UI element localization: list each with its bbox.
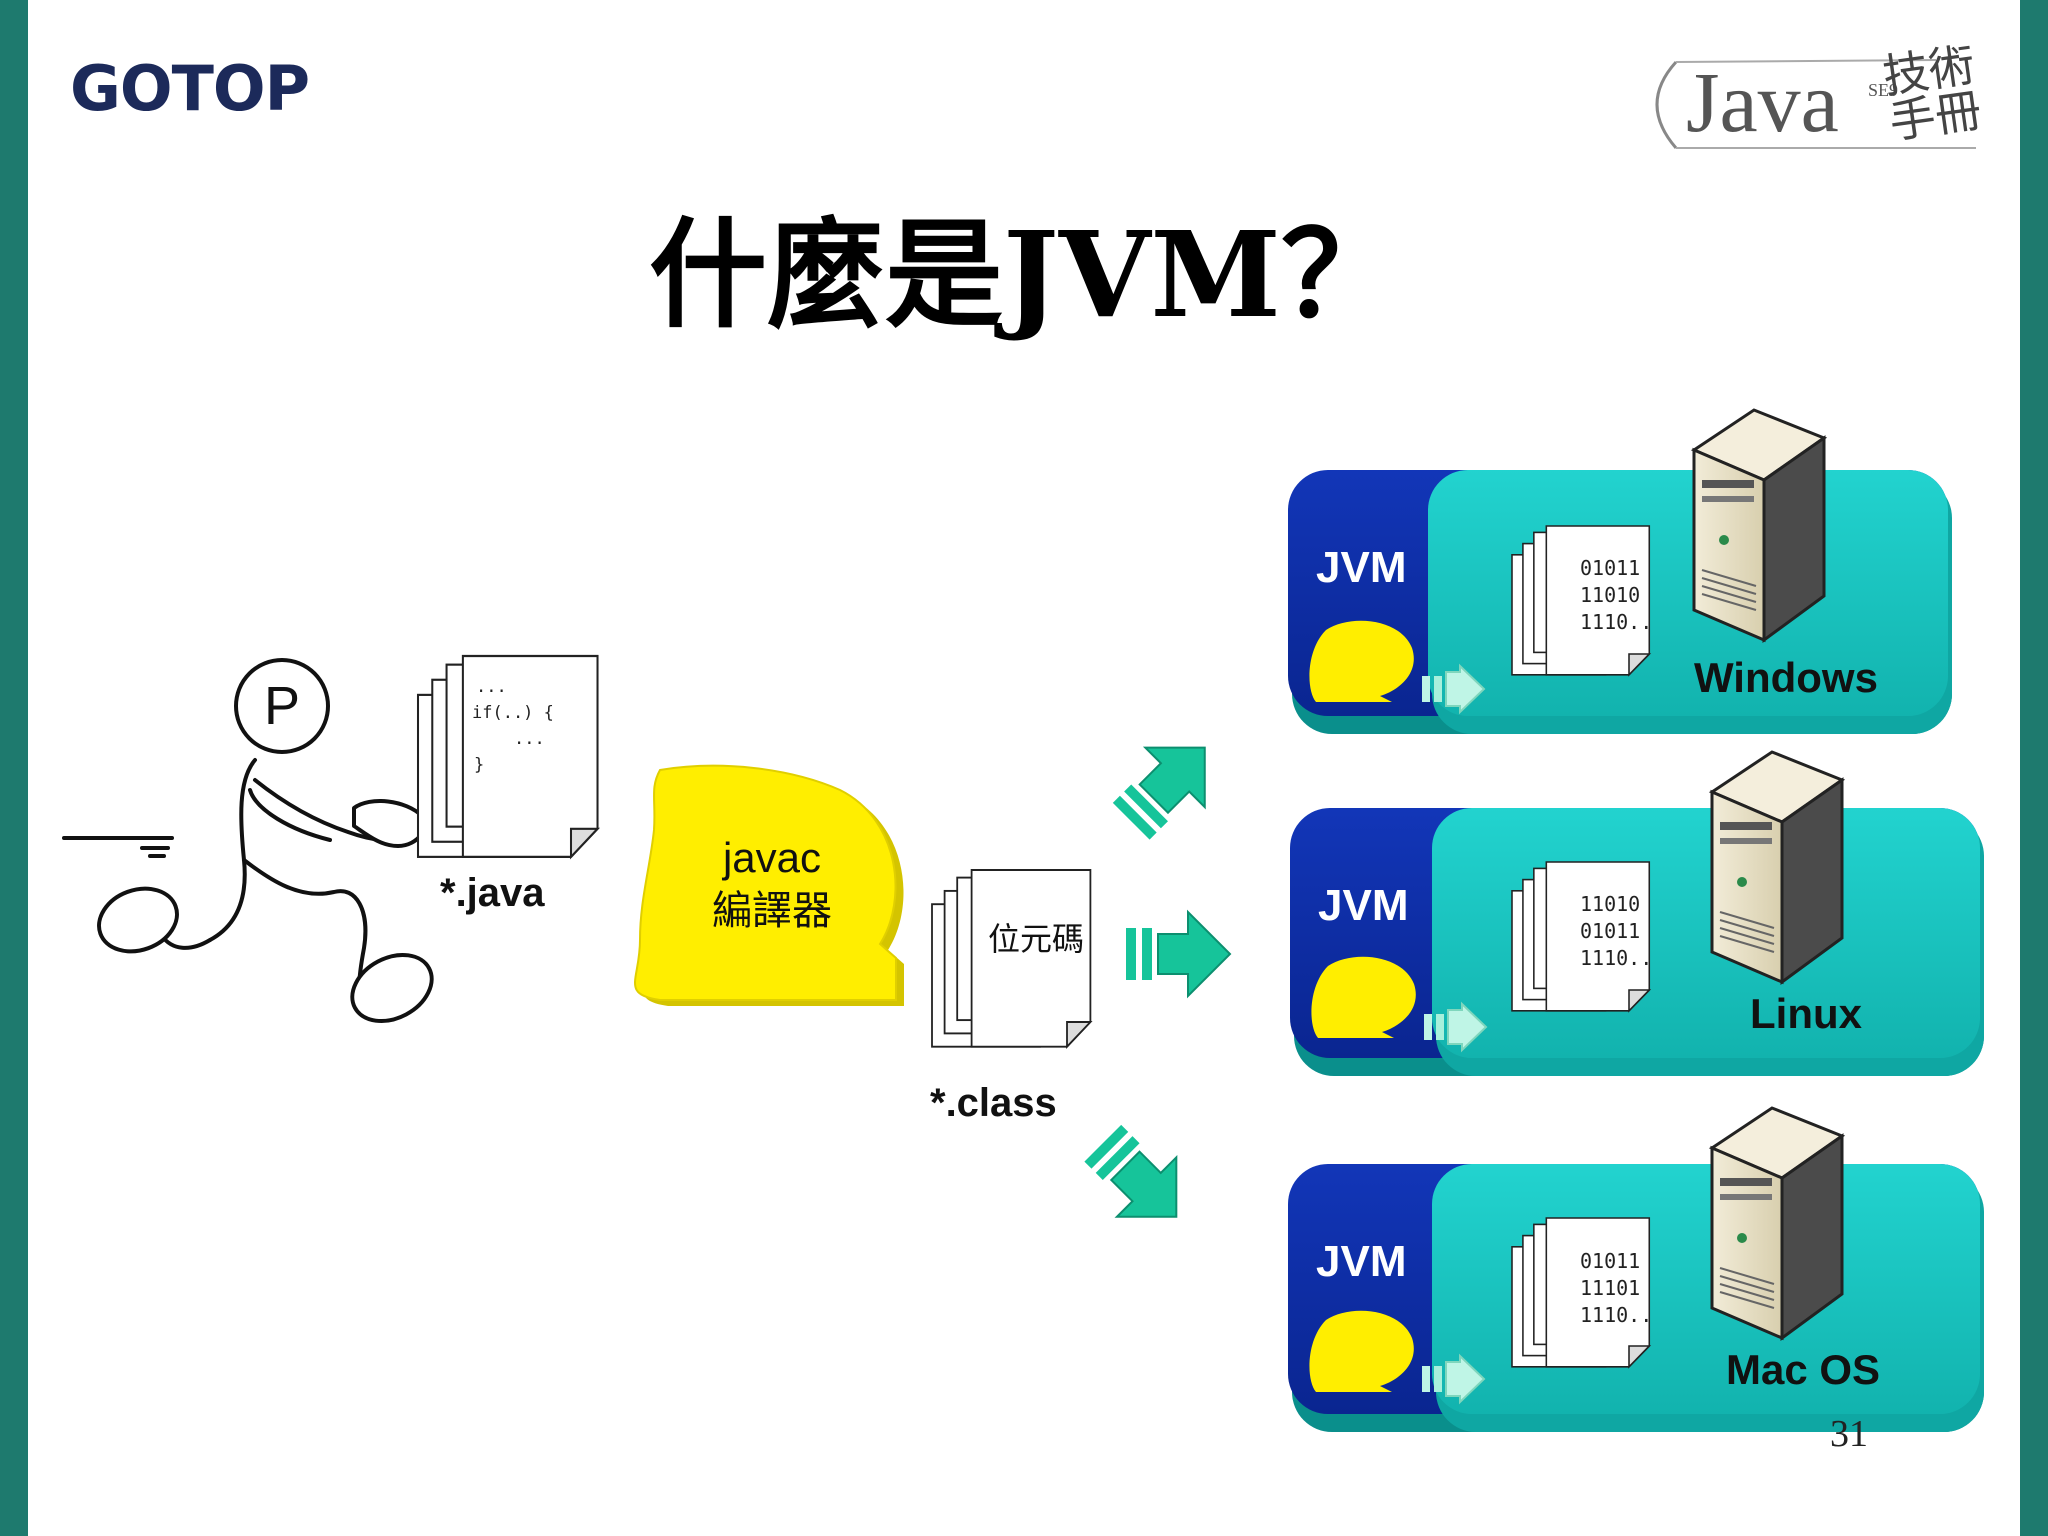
- jvm-label-linux: JVM: [1318, 881, 1408, 930]
- os-label-macos: Mac OS: [1726, 1346, 1880, 1393]
- class-file-label: *.class: [930, 1081, 1057, 1125]
- code-line-1: ...: [476, 677, 507, 697]
- bits-windows-3: 1110..: [1580, 610, 1652, 634]
- source-code-text: ... if(..) { ... }: [472, 677, 554, 775]
- series-logo-word: Java: [1686, 54, 1839, 150]
- bits-macos-3: 1110..: [1580, 1303, 1652, 1327]
- programmer-head-label: P: [264, 676, 300, 736]
- bits-windows-2: 11010: [1580, 583, 1640, 607]
- code-line-4: }: [474, 755, 484, 775]
- bytecode-documents: [931, 869, 1092, 1048]
- arrow-to-windows: [1100, 716, 1236, 852]
- jvm-label-windows: JVM: [1316, 543, 1406, 592]
- platform-windows: [1288, 408, 1952, 734]
- compiler-label-1: javac: [721, 834, 821, 881]
- bits-linux-1: 11010: [1580, 892, 1640, 916]
- bits-linux-2: 01011: [1580, 919, 1640, 943]
- bits-macos-2: 11101: [1580, 1276, 1640, 1300]
- right-accent-bar: [2020, 0, 2048, 1536]
- left-accent-bar: [0, 0, 28, 1536]
- compiler-bubble: [634, 764, 904, 1006]
- code-line-2: if(..) {: [472, 703, 554, 723]
- os-label-windows: Windows: [1694, 654, 1878, 701]
- arrow-to-linux: [1125, 911, 1231, 997]
- platform-linux: [1290, 750, 1984, 1076]
- series-logo-swoosh: [1655, 59, 1976, 149]
- bytecode-doc-label: 位元碼: [988, 920, 1084, 958]
- java-file-label: *.java: [440, 871, 545, 915]
- series-logo-edition: SE9: [1868, 80, 1899, 100]
- code-line-3: ...: [514, 729, 545, 749]
- bits-macos-1: 01011: [1580, 1249, 1640, 1273]
- arrow-to-macos: [1072, 1112, 1208, 1248]
- header: [28, 0, 2020, 148]
- source-code-documents: [416, 654, 599, 858]
- programmer-head: [234, 658, 330, 754]
- jvm-label-macos: JVM: [1316, 1237, 1406, 1286]
- bits-windows-1: 01011: [1580, 556, 1640, 580]
- programmer-figure: [62, 758, 434, 1024]
- page-title: 什麼是JVM？: [648, 205, 1399, 344]
- os-label-linux: Linux: [1750, 990, 1863, 1037]
- bits-linux-3: 1110..: [1580, 946, 1652, 970]
- platform-macos: [1288, 1106, 1984, 1432]
- brand-logo: GOTOP: [70, 52, 310, 125]
- page-number: 31: [1830, 1413, 1868, 1455]
- compiler-label-2: 編譯器: [712, 888, 832, 934]
- series-logo: Java SE9 技術手冊: [1636, 37, 1996, 184]
